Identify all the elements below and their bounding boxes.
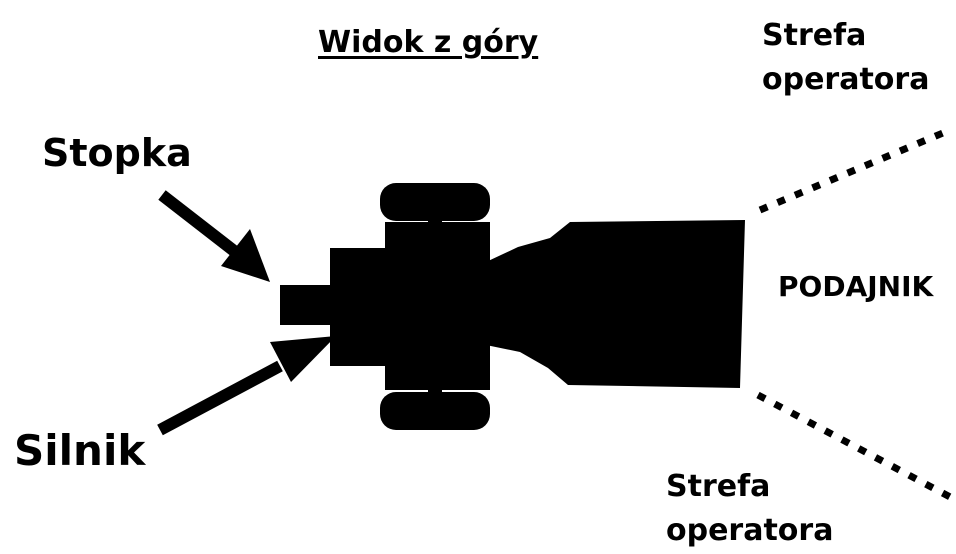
operator-zone-bottom-line1: Strefa xyxy=(666,469,771,504)
silnik-arrow xyxy=(157,336,336,436)
operator-zone-top-line1: Strefa xyxy=(762,18,867,53)
operator-zone-top-line xyxy=(758,126,952,214)
top-track xyxy=(380,183,490,221)
operator-zone-top-line2: operatora xyxy=(762,61,930,97)
foot-block xyxy=(280,285,338,325)
bottom-track xyxy=(380,392,490,430)
feeder-shape xyxy=(486,220,745,388)
engine-block xyxy=(330,248,390,366)
foot-label: Stopka xyxy=(42,131,192,175)
machine-body xyxy=(385,222,490,390)
feeder-label: PODAJNIK xyxy=(778,270,934,303)
operator-zone-bottom-label: Strefa operatora xyxy=(666,465,833,552)
operator-zone-bottom-line2: operatora xyxy=(666,512,834,548)
diagram-title: Widok z góry xyxy=(318,25,539,60)
stopka-arrow xyxy=(158,190,270,282)
operator-zone-top-label: Strefa operatora xyxy=(762,14,929,101)
engine-label: Silnik xyxy=(14,426,146,475)
